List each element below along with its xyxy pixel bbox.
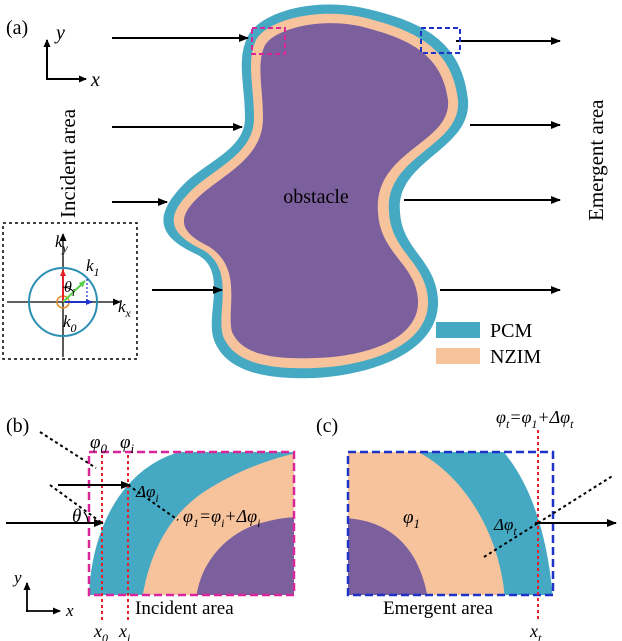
theta-arc (83, 511, 89, 524)
emergent-area-label: Emergent area (584, 99, 608, 221)
k-space-inset (2, 222, 138, 360)
refracted-ray-dotted (127, 484, 179, 521)
phi1-label: φ1 (403, 507, 420, 531)
delta-phi-i-label: Δφi (135, 482, 159, 505)
k1-label: k1 (86, 256, 100, 279)
legend: PCM NZIM (436, 320, 541, 368)
obstacle-label: obstacle (283, 186, 349, 208)
axis-y-label: y (54, 22, 65, 44)
phase-equation-c: φt=φ1+Δφt (496, 407, 574, 431)
axis-y-label-b: y (12, 568, 22, 587)
xi-label: xi (118, 621, 130, 641)
xt-label: xt (529, 621, 542, 641)
panel-b-label: (b) (6, 415, 29, 437)
cloaked-obstacle (163, 4, 469, 379)
incident-arrows (112, 34, 249, 294)
delta-phi-t-label: Δφt (493, 515, 517, 538)
axis-x-label: x (90, 69, 100, 91)
phi0-label: φ0 (90, 432, 108, 456)
incident-zoom-box (251, 27, 286, 55)
emergent-area-caption: Emergent area (383, 598, 493, 619)
axes-b: y x (12, 568, 74, 620)
incident-area-label: Incident area (56, 108, 80, 218)
axes-a: y x (43, 22, 100, 91)
obstacle-region-b (196, 517, 294, 595)
emergent-arrows (404, 37, 561, 294)
k1-circle (28, 267, 98, 337)
phii-label: φi (120, 432, 135, 456)
emergent-ray-dotted-out (537, 474, 615, 524)
obstacle-body (183, 23, 449, 359)
incident-ray-dotted-lower (49, 484, 103, 524)
theta-label: θ (72, 506, 81, 527)
obstacle-region-c (348, 518, 428, 595)
legend-pcm-swatch (436, 322, 480, 338)
phase-equation-b: φ1=φi+Δφi (183, 506, 260, 530)
incident-area-caption: Incident area (135, 598, 234, 619)
emergent-zoom-box (420, 27, 461, 54)
panel-b-zoom (89, 452, 294, 595)
legend-pcm-label: PCM (490, 320, 532, 342)
legend-nzim-swatch (436, 348, 480, 364)
legend-nzim-label: NZIM (490, 346, 541, 368)
ky-label: ky (55, 232, 69, 255)
kx-label: kx (118, 297, 132, 320)
panel-c-zoom (348, 452, 553, 595)
x0-label: x0 (93, 621, 108, 641)
panel-a-label: (a) (6, 17, 28, 39)
incident-ray-dotted-upper (39, 431, 97, 469)
panel-c-label: (c) (316, 415, 338, 437)
theta-i-label: θi (64, 279, 75, 299)
emergent-ray-dotted-in (483, 522, 539, 558)
k0-label: k0 (63, 312, 77, 335)
axis-x-label-b: x (65, 601, 74, 620)
